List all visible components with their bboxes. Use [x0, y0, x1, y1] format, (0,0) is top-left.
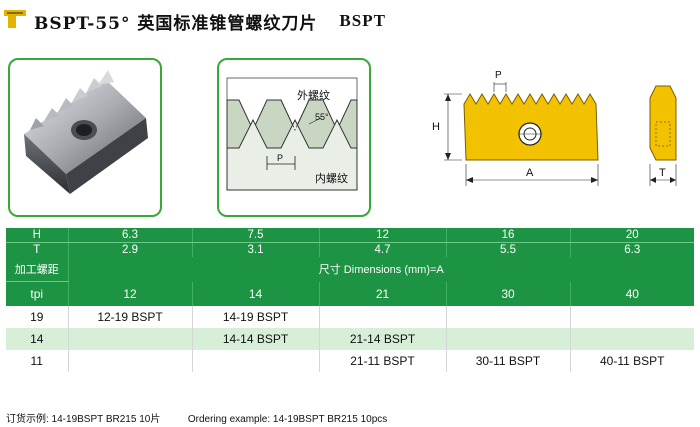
internal-thread-label: 内螺纹 — [315, 171, 348, 185]
header-row-caption: 加工螺距 尺寸 Dimensions (mm)=A — [6, 257, 694, 282]
part-cell: 14-19 BSPT — [192, 306, 320, 328]
table-row: 19 12-19 BSPT 14-19 BSPT — [6, 306, 694, 328]
h-value: 20 — [570, 228, 694, 243]
drawing-height-label: H — [432, 121, 440, 133]
title-main: BSPT-55° 英国标准锥管螺纹刀片 — [34, 13, 318, 34]
h-value: 7.5 — [192, 228, 320, 243]
size-caption: 尺寸 Dimensions (mm)=A — [68, 257, 694, 282]
h-value: 6.3 — [68, 228, 193, 243]
table-row: 11 21-11 BSPT 30-11 BSPT 40-11 BSPT — [6, 350, 694, 372]
dimension-row-t: T 2.9 3.1 4.7 5.5 6.3 — [6, 242, 694, 257]
size-header: 12 — [68, 281, 193, 306]
ordering-example: 订货示例: 14-19BSPT BR215 10片 Ordering examp… — [6, 410, 387, 425]
size-header: 14 — [192, 281, 320, 306]
part-cell: 21-14 BSPT — [319, 328, 447, 350]
external-thread-label: 外螺纹 — [297, 88, 330, 102]
part-cell: 14-14 BSPT — [192, 328, 320, 350]
t-value: 5.5 — [446, 242, 571, 257]
tpi-cell: 11 — [6, 350, 69, 372]
t-label: T — [6, 242, 69, 257]
tpi-cell: 19 — [6, 306, 69, 328]
part-cell — [68, 350, 193, 372]
part-cell — [446, 328, 571, 350]
drawing-thickness-label: T — [659, 167, 666, 179]
part-cell — [570, 328, 694, 350]
dimension-drawing: P H A T — [432, 70, 677, 186]
pitch-label: P — [277, 153, 283, 163]
specification-table: H 6.3 7.5 12 16 20 T 2.9 3.1 4.7 5.5 6.3… — [6, 228, 694, 372]
angle-label: 55° — [315, 112, 329, 122]
thread-profile-diagram: 外螺纹 55° P 内螺纹 — [226, 77, 358, 191]
size-header: 40 — [570, 281, 694, 306]
table-row: 14 14-14 BSPT 21-14 BSPT — [6, 328, 694, 350]
part-cell — [319, 306, 447, 328]
t-value: 6.3 — [570, 242, 694, 257]
insert-illustration — [24, 70, 148, 194]
corner-label: 加工螺距 — [6, 257, 69, 282]
t-value: 4.7 — [319, 242, 447, 257]
ordering-example-cn: 订货示例: 14-19BSPT BR215 10片 — [6, 414, 161, 425]
h-label: H — [6, 228, 69, 243]
part-cell — [570, 306, 694, 328]
part-cell: 21-11 BSPT — [319, 350, 447, 372]
t-value: 3.1 — [192, 242, 320, 257]
h-value: 16 — [446, 228, 571, 243]
ordering-example-en: Ordering example: 14-19BSPT BR215 10pcs — [187, 414, 388, 425]
insert-photo-panel — [8, 58, 162, 217]
dimension-row-h: H 6.3 7.5 12 16 20 — [6, 228, 694, 243]
t-value: 2.9 — [68, 242, 193, 257]
part-cell: 40-11 BSPT — [600, 354, 665, 368]
header-row-sizes: tpi 12 14 21 30 40 — [6, 281, 694, 306]
part-cell: 30-11 BSPT — [446, 350, 571, 372]
drawing-length-label: A — [526, 167, 534, 179]
part-cell — [68, 328, 193, 350]
tpi-cell: 14 — [6, 328, 69, 350]
page-title: BSPT-55° 英国标准锥管螺纹刀片 BSPT — [34, 6, 386, 36]
size-header: 30 — [446, 281, 571, 306]
part-cell — [192, 350, 320, 372]
part-cell: 12-19 BSPT — [68, 306, 193, 328]
drawing-pitch-label: P — [495, 70, 502, 81]
tpi-label: tpi — [6, 281, 69, 306]
part-cell — [446, 306, 571, 328]
size-header: 21 — [319, 281, 447, 306]
title-code: BSPT — [339, 11, 386, 30]
h-value: 12 — [319, 228, 447, 243]
thread-profile-panel: 外螺纹 55° P 内螺纹 — [217, 58, 371, 217]
brand-logo-icon — [4, 10, 26, 28]
